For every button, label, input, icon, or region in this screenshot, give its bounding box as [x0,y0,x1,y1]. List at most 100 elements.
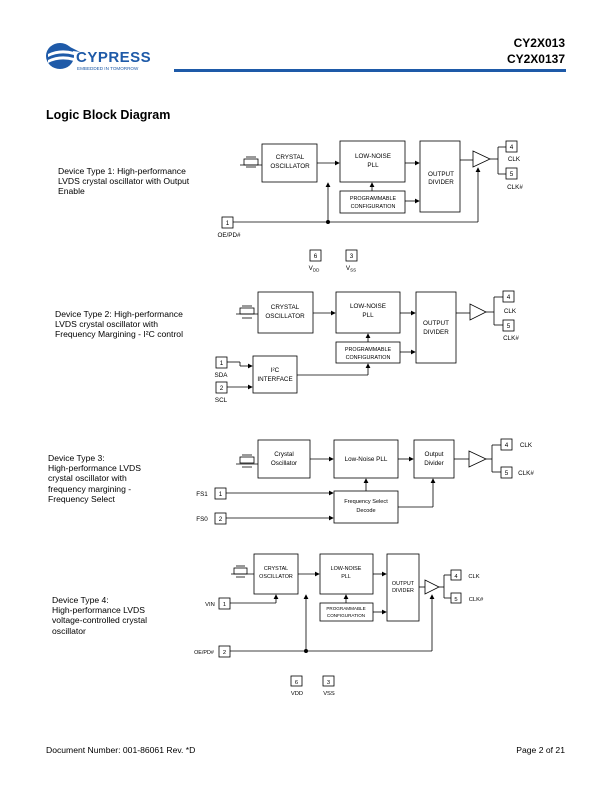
pin-label: FS1 [196,491,208,498]
pin-4 [450,569,462,581]
pin-label: CLK [508,156,521,163]
crystal-icon [236,454,258,468]
pin-label: CLK [504,308,517,315]
pin-3 [345,249,358,262]
pin-1 [218,597,231,610]
pin-5 [502,319,515,332]
decode-label: Decode [356,508,375,514]
pin-label: SDA [215,372,229,379]
config-label: PROGRAMMABLE [350,196,397,202]
pll-label: PLL [367,162,379,169]
config-label: PROGRAMMABLE [345,347,392,353]
pin-label: CLK# [507,184,523,191]
pin-4 [502,290,515,303]
pll-label: LOW-NOISE [331,566,362,572]
pll-label: PLL [341,574,351,580]
diagram-2 [215,290,515,394]
pin-number: 4 [454,574,458,580]
diagram-2-description: Device Type 2: High-performance LVDS cry… [55,309,183,340]
pin-1 [215,356,228,369]
pin-label: VDD [291,691,303,697]
pin-label: CLK [468,574,479,580]
oscillator-label: Crystal [274,451,294,458]
interface-label: I²C [271,367,280,374]
oscillator-label: OSCILLATOR [270,163,310,170]
pin-number: 2 [219,516,223,523]
config-label: PROGRAMMABLE [326,606,365,611]
pin-5 [500,466,513,479]
page-number: Page 2 of 21 [516,745,565,755]
logo-text: CYPRESS [76,49,151,66]
lvds-buffer-icon [469,303,487,321]
pin-label: VIN [205,602,215,608]
output-divider-block [415,291,457,364]
vdd-label: VDD [309,265,320,273]
cypress-logo: CYPRESS EMBEDDED IN TOMORROW [44,40,156,80]
pin-2 [215,381,228,394]
crystal-icon [231,565,254,578]
diagram-4 [218,553,462,687]
output-divider-block [386,553,420,622]
pll-label: PLL [362,312,374,319]
pin-label: CLK# [469,597,484,603]
config-label: CONFIGURATION [327,613,365,618]
frequency-select-decode-block [333,490,399,524]
diagram-1-description: Device Type 1: High-performance LVDS cry… [58,166,190,197]
pin-number: 6 [314,253,318,260]
divider-label: Divider [424,460,444,467]
divider-label: DIVIDER [428,179,454,186]
pin-number: 5 [510,171,514,178]
i2c-interface-block [252,355,298,394]
pin-label: SCL [215,397,228,404]
interface-label: INTERFACE [257,376,292,383]
pin-number: 5 [505,470,509,477]
pin-label: OE/PD# [217,232,241,239]
pin-number: 3 [327,680,330,686]
pll-label: LOW-NOISE [355,153,391,160]
pin-number: 1 [223,602,226,608]
pin-label: FS0 [196,516,208,523]
document-number: Document Number: 001-86061 Rev. *D [46,745,196,755]
pin-5 [505,167,518,180]
pin-label: VSS [323,691,335,697]
divider-label: OUTPUT [392,581,415,587]
pin-number: 4 [507,294,511,301]
pin-number: 1 [226,220,230,227]
logo-tagline: EMBEDDED IN TOMORROW [77,66,139,71]
pin-2 [218,645,231,658]
oscillator-label: Oscillator [271,460,297,467]
diagram-4-description: Device Type 4: High-performance LVDS vol… [52,595,148,636]
crystal-oscillator-block [257,291,314,334]
lvds-buffer-icon [424,579,440,595]
output-divider-block [413,439,455,479]
diagram-3-description: Device Type 3: High-performance LVDS cry… [48,453,141,504]
pin-number: 5 [454,597,457,603]
pll-label: LOW-NOISE [350,303,386,310]
divider-label: DIVIDER [423,329,449,336]
diagram-1 [221,140,518,262]
pin-number: 5 [507,323,511,330]
crystal-icon [236,305,258,319]
divider-label: DIVIDER [392,588,414,594]
part-number-2: CY2X0137 [506,52,565,66]
cypress-logo-icon: CYPRESS EMBEDDED IN TOMORROW [46,43,151,71]
oscillator-label: OSCILLATOR [259,574,293,580]
lvds-buffer-icon [472,150,491,168]
programmable-configuration-block [339,190,406,214]
header-rule [174,69,566,72]
part-number-1: CY2X013 [513,36,565,50]
pin-label: OE/PD# [194,650,214,656]
config-label: CONFIGURATION [346,355,391,361]
divider-label: Output [425,451,444,458]
pin-6 [309,249,322,262]
pin-6 [290,675,303,687]
pin-number: 1 [219,491,223,498]
diagram-3 [214,438,513,525]
section-title: Logic Block Diagram [46,108,171,122]
pin-label: CLK# [518,470,534,477]
pin-3 [322,675,335,687]
low-noise-pll-block [335,291,401,334]
pin-number: 1 [220,360,224,367]
low-noise-pll-block [339,140,406,183]
